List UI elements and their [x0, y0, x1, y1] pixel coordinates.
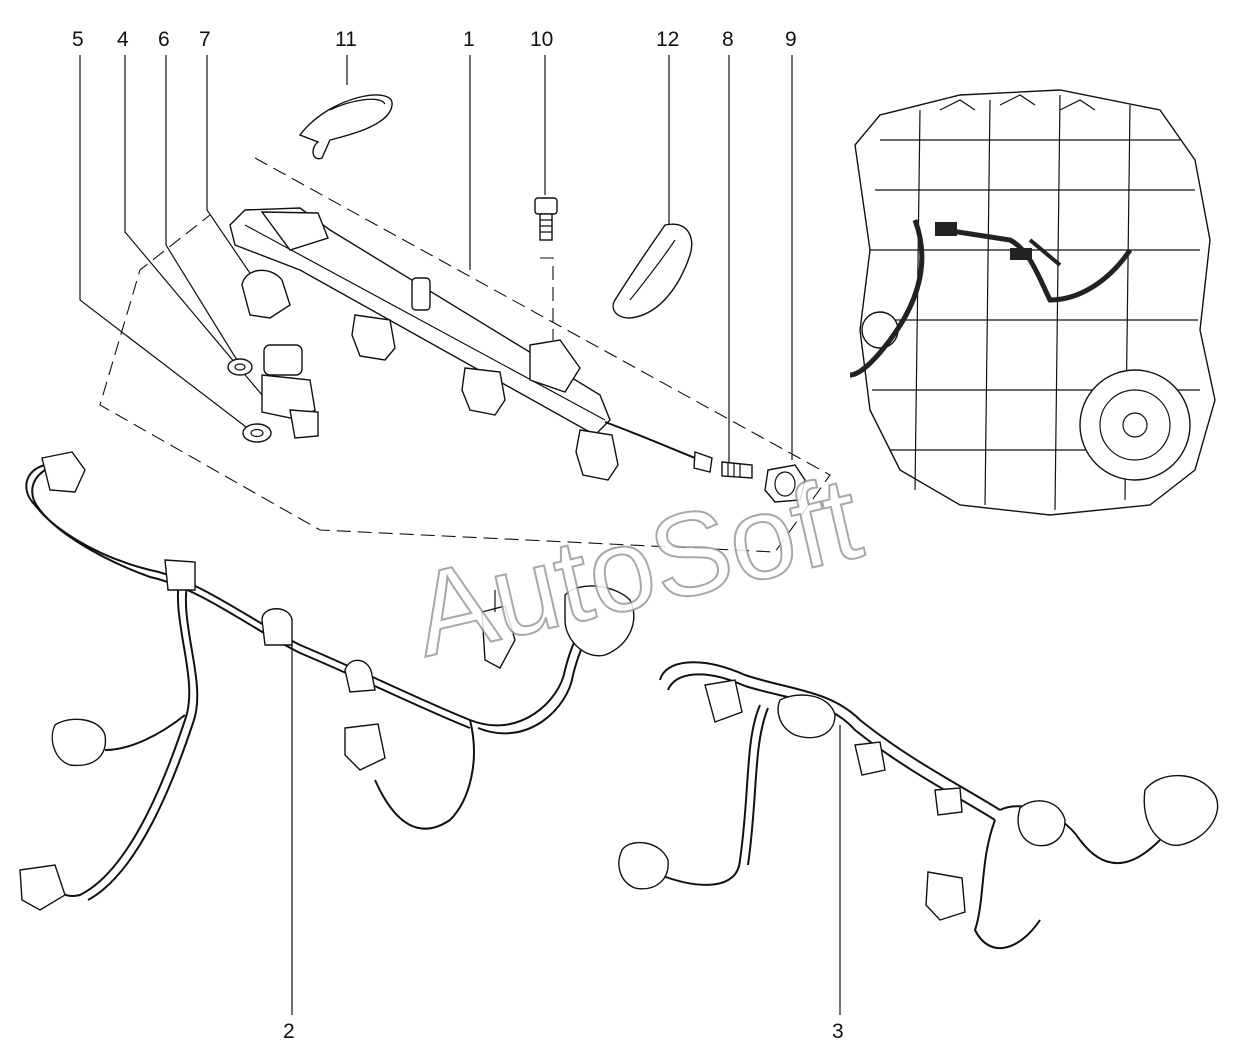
seal-ring-6 [227, 358, 253, 376]
watermark-text: AutoSoft [401, 452, 872, 682]
leader-5 [79, 55, 251, 431]
wiring-harness-2 [19, 451, 635, 911]
callout-4: 4 [117, 28, 129, 51]
callout-10: 10 [530, 28, 553, 51]
callout-9: 9 [785, 28, 797, 51]
rail-injector-connectors [351, 314, 619, 481]
callout-2: 2 [283, 1020, 295, 1043]
fuel-rail-1 [229, 207, 713, 473]
leader-4 [124, 55, 263, 396]
callout-6: 6 [158, 28, 170, 51]
wiring-harness-3 [618, 661, 1219, 949]
bolt-dashed-guide [540, 257, 554, 340]
callout-7: 7 [199, 28, 211, 51]
injector-4 [261, 344, 319, 439]
callout-1: 1 [463, 28, 475, 51]
callout-12: 12 [656, 28, 679, 51]
engine-illustration [849, 89, 1216, 516]
callout-3: 3 [832, 1020, 844, 1043]
bolt-10 [534, 197, 558, 241]
callout-8: 8 [722, 28, 734, 51]
leader-6 [165, 55, 241, 366]
strap-clip-12 [612, 223, 693, 319]
leader-lines [79, 55, 841, 1015]
strap-clip-11 [298, 94, 393, 160]
callout-5: 5 [72, 28, 84, 51]
retaining-clip-7 [241, 269, 291, 319]
fitting-8 [721, 461, 753, 479]
callout-11: 11 [335, 28, 357, 51]
leader-7 [206, 55, 259, 286]
seal-ring-5 [242, 423, 272, 443]
pressure-sensor-9 [764, 464, 806, 503]
exploded-boundary [99, 157, 831, 553]
